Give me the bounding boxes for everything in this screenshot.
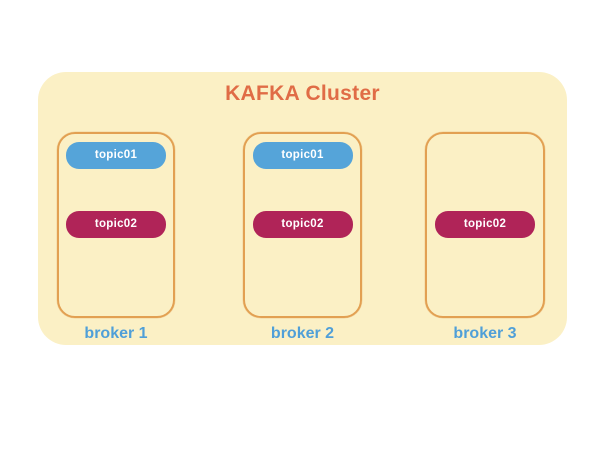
- kafka-cluster-container: KAFKA Cluster topic01 topic02 broker 1 t…: [38, 72, 567, 345]
- broker-2-topic01-pill: topic01: [252, 142, 353, 169]
- broker-3-topic02-pill: topic02: [435, 211, 535, 238]
- broker-2-label: broker 2: [270, 325, 335, 342]
- broker-1-box: topic01 topic02: [57, 132, 175, 318]
- broker-2-topic02-pill: topic02: [252, 211, 353, 238]
- broker-2-group: topic01 topic02 broker 2: [243, 132, 362, 343]
- broker-3-label: broker 3: [453, 325, 517, 342]
- broker-1-topic02-pill: topic02: [66, 211, 166, 238]
- cluster-title: KAFKA Cluster: [225, 82, 380, 105]
- broker-3-group: topic02 broker 3: [425, 132, 545, 343]
- broker-2-box: topic01 topic02: [243, 132, 362, 318]
- broker-3-box: topic02: [425, 132, 545, 318]
- broker-1-label: broker 1: [84, 325, 148, 342]
- broker-1-group: topic01 topic02 broker 1: [57, 132, 175, 343]
- broker-1-topic01-pill: topic01: [66, 142, 166, 169]
